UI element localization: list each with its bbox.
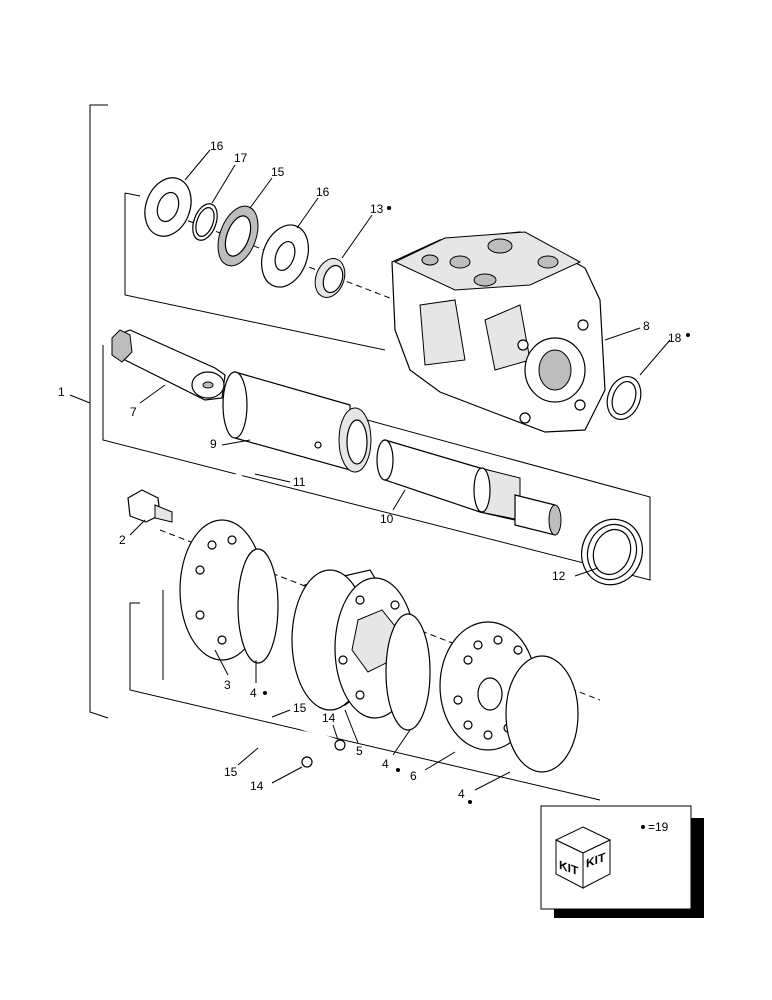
o-ring-part-4b: [385, 613, 431, 731]
leader-14b: [271, 766, 303, 784]
leader-10: [392, 489, 406, 511]
leader-9: [221, 439, 251, 446]
leader-15b: [271, 709, 291, 718]
callout-5: 5: [356, 744, 363, 758]
gerotor-part-5: [291, 569, 421, 719]
callout-1: 1: [58, 385, 65, 399]
o-ring-part-4c: [505, 655, 579, 773]
lower-group-frame: [129, 602, 601, 801]
callout-12: 12: [552, 569, 566, 583]
callout-4a: 4: [250, 686, 257, 700]
kit-dot-4c: [468, 800, 472, 804]
callout-11: 11: [293, 475, 306, 489]
leader-16a: [184, 149, 211, 181]
leader-3: [214, 649, 229, 676]
leader-6: [424, 751, 456, 771]
leader-4c: [474, 771, 511, 791]
bolt-part-2: [127, 489, 173, 523]
kit-legend-dot: [641, 825, 645, 829]
callout-15a: 15: [271, 165, 285, 179]
leader-4b: [392, 729, 411, 756]
callout-4b: 4: [382, 757, 389, 771]
callout-2: 2: [119, 533, 126, 547]
leader-17: [211, 164, 236, 204]
pin-part-11: [219, 460, 273, 484]
middle-group-frame: [102, 345, 651, 581]
kit-legend: KIT KIT =19: [540, 805, 704, 918]
callout-10: 10: [380, 512, 394, 526]
leader-15c: [237, 747, 259, 766]
leader-2: [129, 519, 146, 536]
leader-16b: [296, 197, 319, 229]
washer-part-16b: [261, 224, 309, 288]
leader-8: [604, 327, 641, 341]
leader-13: [341, 214, 373, 259]
callout-15c: 15: [224, 765, 238, 779]
callout-7: 7: [130, 405, 137, 419]
housing-part-8: [391, 231, 606, 433]
callout-16a: 16: [210, 139, 224, 153]
leader-12: [574, 567, 599, 577]
kit-dot-13: [387, 206, 391, 210]
leader-14a: [332, 724, 339, 741]
spool-part-10: [376, 439, 562, 536]
seal-part-13: [314, 258, 346, 298]
callout-14a: 14: [322, 711, 336, 725]
kit-box-icon: [554, 826, 612, 889]
leader-5: [344, 709, 359, 744]
callout-17: 17: [234, 151, 248, 165]
callout-14b: 14: [250, 779, 264, 793]
o-ring-part-18: [606, 376, 642, 420]
ball-part-14a: [334, 739, 346, 751]
callout-3: 3: [224, 678, 231, 692]
callout-4c: 4: [458, 787, 465, 801]
leader-15a: [249, 177, 273, 209]
sleeve-part-9: [222, 371, 372, 473]
pins-part-15: [214, 708, 336, 759]
washer-part-16a: [144, 177, 192, 237]
leader-7: [139, 384, 166, 404]
kit-legend-note: =19: [648, 820, 669, 834]
snap-ring-part-17: [192, 203, 218, 241]
assembly-bracket: [89, 104, 109, 719]
kit-dot-4a: [263, 691, 267, 695]
ball-part-14b: [301, 756, 313, 768]
callout-16b: 16: [316, 185, 330, 199]
callout-8: 8: [643, 319, 650, 333]
shaft-part-7: [111, 329, 226, 401]
callout-9: 9: [210, 437, 217, 451]
callout-18: 18: [668, 331, 682, 345]
upper-group-frame: [124, 193, 386, 351]
callout-13: 13: [370, 202, 384, 216]
callout-15b: 15: [293, 701, 307, 715]
leader-18: [639, 339, 671, 376]
leader-11: [254, 473, 291, 483]
callout-6: 6: [410, 769, 417, 783]
needle-bearing-part-15: [217, 205, 259, 267]
leader-1: [69, 394, 91, 404]
spring-part-12: [581, 518, 643, 586]
o-ring-part-4a: [237, 548, 279, 664]
kit-dot-4b: [396, 768, 400, 772]
kit-dot-18: [686, 333, 690, 337]
